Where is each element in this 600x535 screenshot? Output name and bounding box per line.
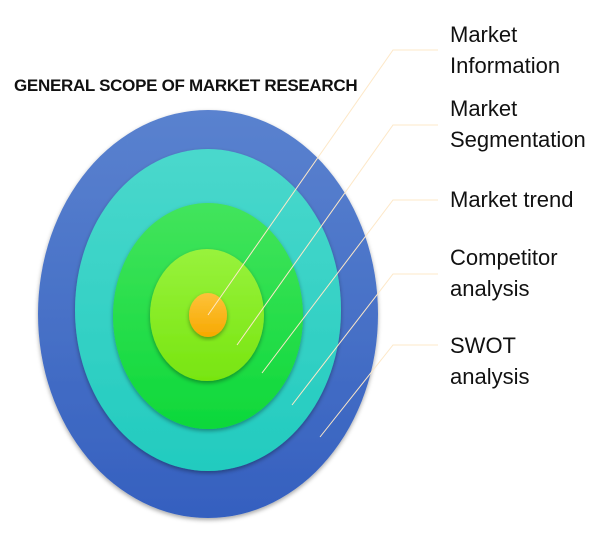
label-swot-analysis: SWOT analysis: [450, 333, 530, 389]
diagram-title: GENERAL SCOPE OF MARKET RESEARCH: [14, 76, 358, 95]
label-competitor-analysis: Competitor analysis: [450, 245, 558, 301]
label-market-trend: Market trend: [450, 187, 574, 212]
label-market-information: Market Information: [450, 22, 561, 78]
leader-line: [319, 344, 438, 438]
leader-line: [236, 124, 438, 346]
leader-line: [291, 273, 438, 406]
leader-line: [261, 199, 438, 374]
leader-line: [207, 49, 438, 316]
label-market-segmentation: Market Segmentation: [450, 96, 586, 152]
